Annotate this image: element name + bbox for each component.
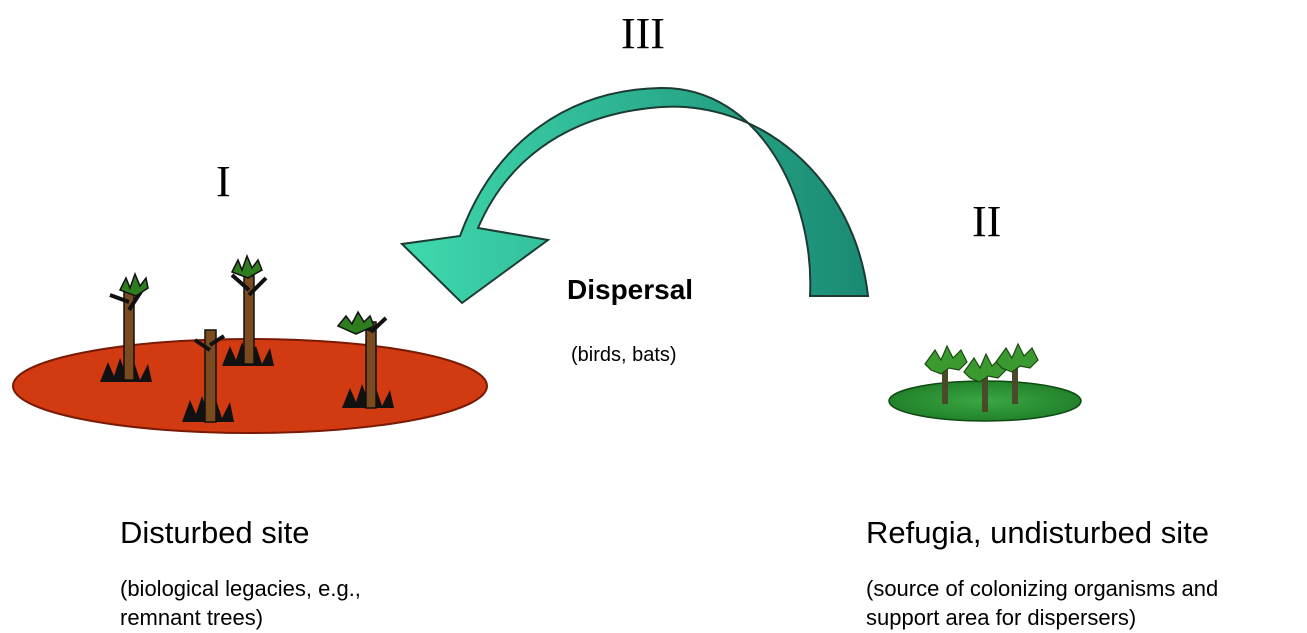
disturbed-site-illustration [13,256,487,433]
disturbed-site-title: Disturbed site [120,517,310,548]
numeral-dispersal: III [621,12,665,56]
numeral-refugia: II [972,200,1001,244]
disturbed-site-detail-line2: remnant trees) [120,604,361,633]
refugia-site-title: Refugia, undisturbed site [866,517,1209,548]
refugia-site-illustration [889,344,1081,421]
numeral-disturbed: I [216,160,231,204]
refugia-site-detail: (source of colonizing organisms and supp… [866,575,1218,632]
refugia-site-detail-line2: support area for dispersers) [866,604,1218,633]
disturbed-site-detail: (biological legacies, e.g., remnant tree… [120,575,361,632]
dispersal-title: Dispersal [567,276,693,304]
dispersal-agents: (birds, bats) [571,342,677,368]
disturbed-site-detail-line1: (biological legacies, e.g., [120,575,361,604]
refugia-site-detail-line1: (source of colonizing organisms and [866,575,1218,604]
dispersal-arrow [402,88,868,303]
